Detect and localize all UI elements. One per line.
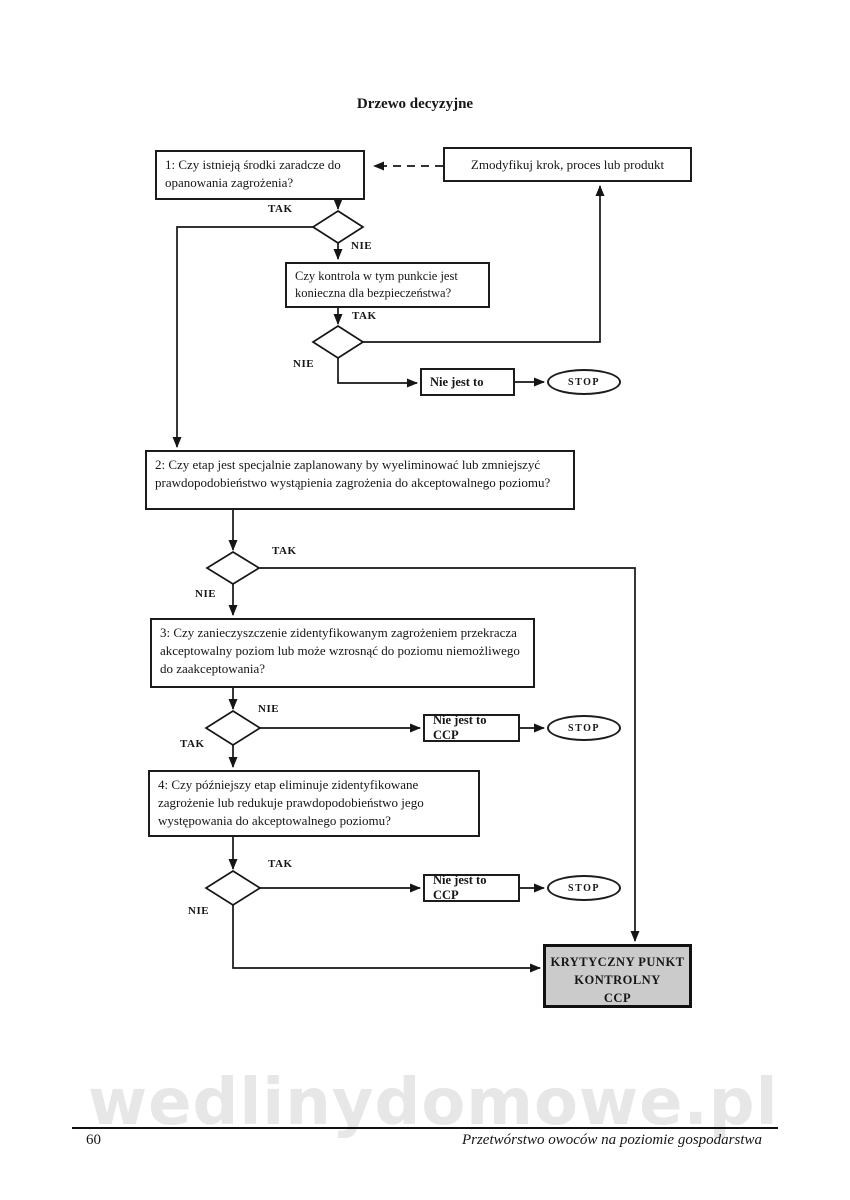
branch-label-tak-5: TAK: [268, 858, 293, 870]
not-ccp-box-2: Nie jest to CCP: [423, 873, 520, 902]
not-it-box: Nie jest to: [420, 368, 515, 396]
stop-terminator-2: STOP: [547, 715, 621, 741]
not-ccp-box-1: Nie jest to CCP: [423, 713, 520, 742]
connector-diamond2-nie-to-notit: [337, 358, 418, 388]
branch-label-tak-3: TAK: [272, 545, 297, 557]
branch-label-nie-1: NIE: [351, 240, 373, 252]
decision-diamond-4: [204, 709, 262, 747]
decision-box-q4: 4: Czy późniejszy etap eliminuje zidenty…: [148, 770, 480, 837]
decision-box-q2: 2: Czy etap jest specjalnie zaplanowany …: [145, 450, 575, 510]
footer-page-number: 60: [86, 1132, 101, 1148]
page-title: Drzewo decyzyjne: [356, 96, 474, 112]
branch-label-nie-4: NIE: [258, 703, 280, 715]
modify-step-box: Zmodyfikuj krok, proces lub produkt: [443, 147, 692, 182]
branch-label-nie-2: NIE: [293, 358, 315, 370]
decision-diamond-2: [311, 324, 365, 360]
control-needed-box: Czy kontrola w tym punkcie jest konieczn…: [285, 262, 490, 308]
connector-diamond3-tak-to-ccp: [259, 567, 640, 942]
branch-label-nie-5: NIE: [188, 905, 210, 917]
decision-diamond-3: [205, 551, 261, 585]
stop-terminator-3: STOP: [547, 875, 621, 901]
branch-label-nie-3: NIE: [195, 588, 217, 600]
ccp-line-3: CCP: [603, 991, 632, 1006]
footer-rule: [72, 1127, 778, 1129]
decision-box-q3: 3: Czy zanieczyszczenie zidentyfikowanym…: [150, 618, 535, 688]
connector-diamond2-tak-to-modify: [363, 185, 605, 343]
connector-diamond5-nie-to-ccp: [232, 905, 541, 973]
decision-diamond-5: [204, 869, 262, 907]
critical-control-point-box: KRYTYCZNY PUNKT KONTROLNY CCP: [543, 944, 692, 1008]
decision-diamond-1: [311, 209, 365, 245]
branch-label-tak-2: TAK: [352, 310, 377, 322]
stop-terminator-1: STOP: [547, 369, 621, 395]
footer-book-title: Przetwórstwo owoców na poziomie gospodar…: [461, 1132, 762, 1148]
decision-box-q1: 1: Czy istnieją środki zaradcze do opano…: [155, 150, 365, 200]
connector-diamond1-tak-to-q2: [172, 226, 313, 448]
ccp-line-2: KONTROLNY: [574, 973, 661, 988]
branch-label-tak-4: TAK: [180, 738, 205, 750]
ccp-line-1: KRYTYCZNY PUNKT: [550, 955, 685, 969]
branch-label-tak-1: TAK: [268, 203, 293, 215]
